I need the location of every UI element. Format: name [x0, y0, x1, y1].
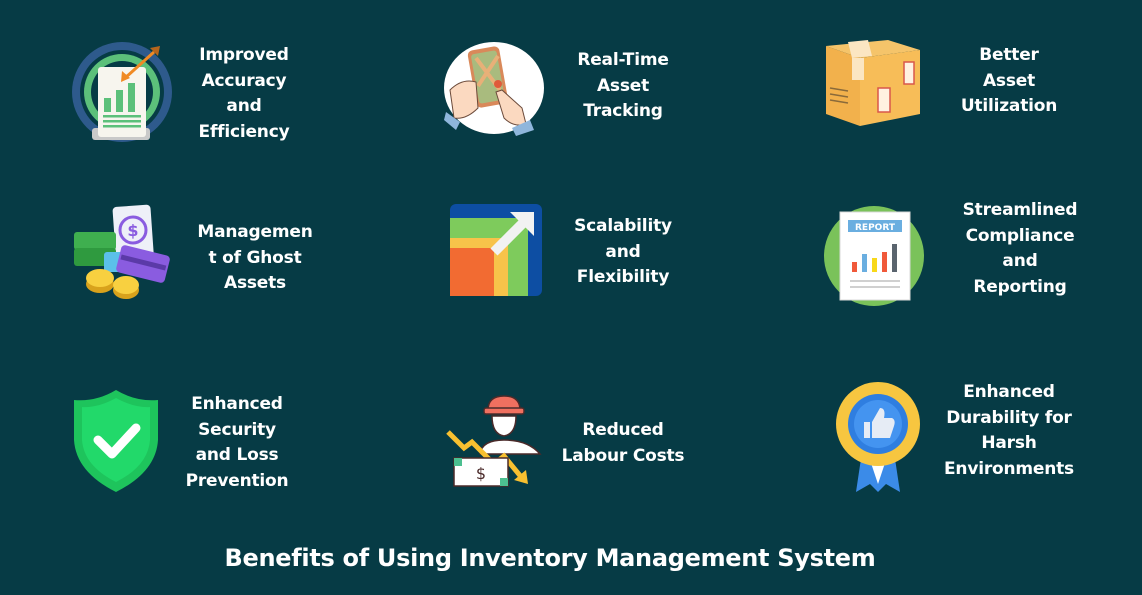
- page-title: Benefits of Using Inventory Management S…: [224, 544, 876, 572]
- benefit-label: Streamlined Compliance and Reporting: [962, 200, 1078, 297]
- worker-cost-down-icon: $: [444, 392, 548, 496]
- cardboard-box-icon: [822, 36, 926, 140]
- phone-map-tracking-icon: [442, 38, 546, 142]
- svg-text:$: $: [476, 464, 486, 483]
- benefit-label: Real-Time Asset Tracking: [577, 50, 669, 121]
- money-cards-coins-icon: $: [70, 200, 174, 304]
- svg-text:$: $: [127, 221, 138, 240]
- benefit-label: Reduced Labour Costs: [561, 420, 685, 466]
- benefit-label: Scalability and Flexibility: [574, 216, 672, 287]
- growth-arrow-squares-icon: [448, 202, 552, 306]
- svg-text:REPORT: REPORT: [855, 223, 896, 233]
- report-bar-chart-icon: REPORT: [822, 204, 926, 308]
- benefit-label: Enhanced Security and Loss Prevention: [185, 394, 289, 491]
- benefit-label: Enhanced Durability for Harsh Environmen…: [944, 382, 1074, 479]
- benefit-label: Better Asset Utilization: [960, 45, 1058, 116]
- benefit-label: Managemen t of Ghost Assets: [197, 222, 313, 293]
- report-target-icon: [70, 40, 174, 144]
- shield-check-icon: [66, 386, 170, 492]
- thumbs-up-badge-icon: [830, 380, 934, 492]
- benefit-label: Improved Accuracy and Efficiency: [198, 45, 290, 142]
